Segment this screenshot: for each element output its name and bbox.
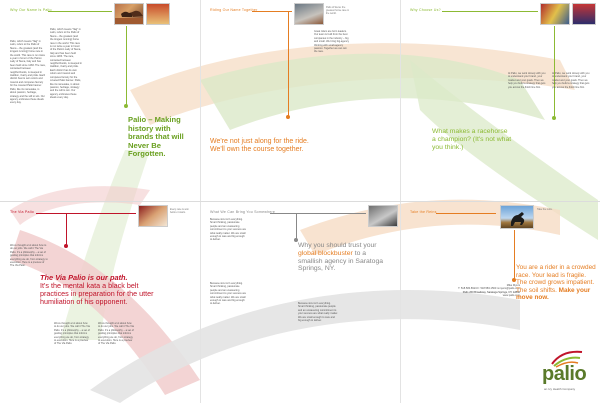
timeline-dot — [512, 278, 516, 282]
body-copy-col2: Palio, which means "flag" in Latin, refe… — [50, 28, 82, 100]
panel-smallish-agency: What We Can Bring You Somewhere Because … — [200, 202, 400, 403]
body-copy: At Palio, we work closely with you to un… — [508, 72, 546, 89]
body-copy-col3: We've thought a lot about how to do our … — [98, 322, 134, 346]
body-copy: Palio, which means "flag" in Latin, refe… — [10, 40, 46, 105]
horse-silhouette-photo — [500, 205, 534, 229]
timeline-line — [514, 230, 515, 280]
panel-label: The Via Palio — [10, 210, 34, 214]
flag-photo — [572, 3, 596, 25]
panel-headline: The Via Palio is our path. — [40, 273, 128, 282]
logo-tagline: an Ivy Health Company — [544, 387, 576, 391]
timeline-line — [296, 214, 297, 240]
photo-caption: Every race is won before it starts. — [170, 208, 189, 214]
header-rule — [252, 11, 292, 12]
panel-headline: You are a rider in a crowded race. Your … — [516, 264, 596, 302]
body-copy: Great riders are born leaders. Our team … — [314, 30, 349, 54]
contact-address: Palio 260 Broadway, Saratoga Springs, NY… — [462, 290, 520, 294]
body-copy-col2: Because size isn't everything. Smart thi… — [210, 282, 246, 306]
headline-post: to a smallish agency in Saratoga Springs… — [298, 249, 384, 273]
panel-label: Why Our Name Is Palio — [10, 8, 52, 12]
horse-race-image — [115, 10, 143, 24]
panel-headline: We're not just along for the ride. We'll… — [210, 138, 309, 153]
timeline-line — [126, 26, 127, 106]
panel-riding-together: Riding Our Name Together Palio di Siena:… — [200, 0, 400, 201]
headline-pre: Why you should trust your — [298, 242, 377, 249]
panel-take-reins: Take the Reins Take the reins. Mike Myer… — [400, 202, 600, 403]
contact-block: Mike Myers T: 518.584.8924 F: 518.583.15… — [410, 284, 520, 298]
martial-arts-photo — [138, 205, 168, 227]
contact-name: Mike Myers — [506, 284, 520, 287]
palio-logo: palio — [542, 363, 587, 385]
body-copy-col3: Because size isn't everything. Smart thi… — [298, 302, 338, 323]
header-rule — [270, 213, 366, 214]
fold-line — [0, 201, 600, 202]
palio-logo-swoosh-icon — [551, 350, 583, 368]
timeline-dot — [64, 244, 68, 248]
body-copy-col2: At Palio, we work closely with you to un… — [552, 72, 590, 89]
timeline-line — [66, 214, 67, 246]
panel-headline: Palio – Making history with brands that … — [128, 115, 184, 158]
panel-headline-continued: It's the mental kata a black belt practi… — [40, 281, 154, 307]
timeline-line — [288, 12, 289, 117]
body-copy: We've thought a lot about how to do our … — [10, 244, 48, 268]
timeline-dot — [552, 116, 556, 120]
headline-call-to-action: Make your move now. — [516, 286, 591, 302]
timeline-dot — [294, 238, 298, 242]
body-copy-col2: We've thought a lot about how to do our … — [54, 322, 90, 346]
race-photo — [114, 3, 144, 25]
timeline-line — [554, 26, 555, 118]
header-rule — [48, 11, 112, 12]
horse-silhouette-image — [511, 212, 525, 226]
contact-phone: T: 518.584.8924 F: 518.583.1560 mmyers@p… — [458, 287, 520, 291]
panel-label: Take the Reins — [410, 210, 437, 214]
flag-photo — [146, 3, 170, 25]
header-rule — [36, 213, 136, 214]
photo-caption: Palio di Siena: the greatest horse race … — [326, 6, 350, 15]
contact-web[interactable]: www.palio.com — [502, 294, 520, 298]
panel-why-palio: Why Our Name Is Palio Palio, which means… — [0, 0, 200, 201]
photo-caption: Take the reins. — [537, 208, 553, 211]
panel-label: Riding Our Name Together — [210, 8, 258, 12]
horse-photo — [368, 205, 398, 227]
panel-label: What We Can Bring You Somewhere — [210, 210, 276, 214]
panel-headline: What makes a racehorse a champion? (It's… — [432, 128, 512, 151]
header-rule — [442, 11, 538, 12]
headline-strong: global blockbuster — [298, 249, 353, 257]
riders-photo — [294, 3, 324, 25]
panel-label: Why Choose Us? — [410, 8, 441, 12]
headline-lead: You are a rider in a crowded race. Your … — [516, 264, 596, 294]
timeline-dot — [286, 115, 290, 119]
panel-why-choose: Why Choose Us? At Palio, we work closely… — [400, 0, 600, 201]
body-copy: Because size isn't everything. Smart thi… — [210, 218, 246, 242]
timeline-dot — [124, 104, 128, 108]
panel-headline: Why you should trust your global blockbu… — [298, 242, 384, 273]
header-rule — [436, 213, 496, 214]
jockey-photo — [540, 3, 570, 25]
panel-via-palio: The Via Palio Every race is won before i… — [0, 202, 200, 403]
